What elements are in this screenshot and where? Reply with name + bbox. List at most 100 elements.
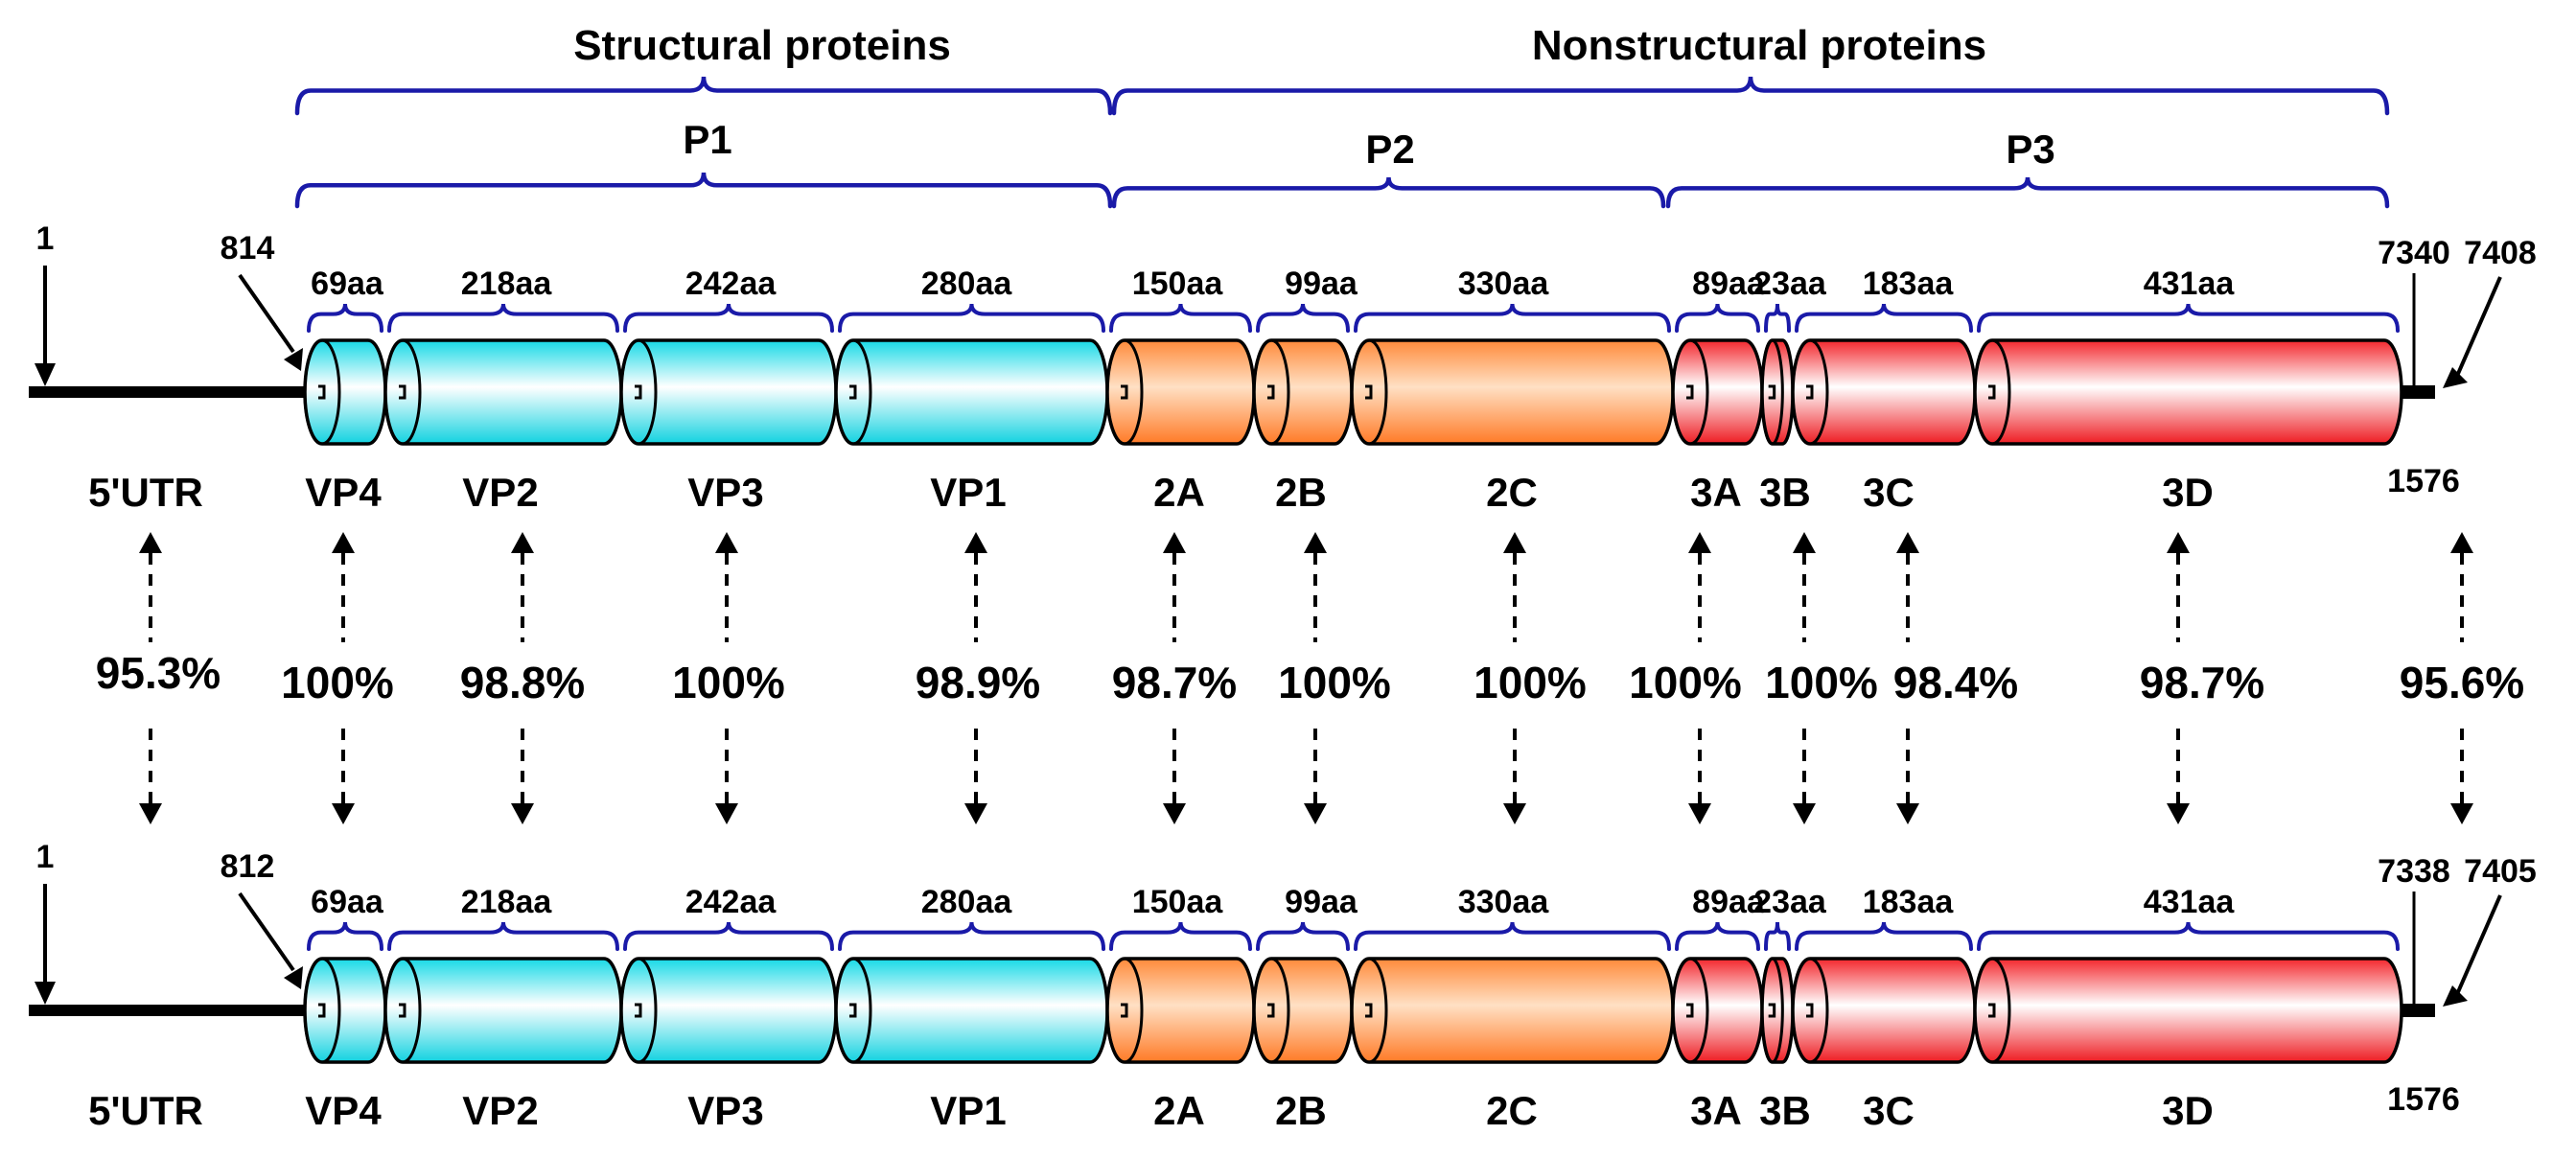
identity-value-vp2: 98.8% xyxy=(460,658,585,707)
segment-3d xyxy=(1973,957,2403,1064)
segment-3c-cap xyxy=(1791,957,1829,1064)
genome-end-position: 7405 xyxy=(2464,853,2537,890)
protein-label-vp2: VP2 xyxy=(462,1088,538,1133)
utr3-length-label: 1576 xyxy=(2387,463,2460,499)
protein-label-vp4: VP4 xyxy=(305,470,382,515)
segment-vp2-cap xyxy=(383,338,422,446)
length-label-3a: 89aa xyxy=(1692,266,1766,302)
segment-2b xyxy=(1252,338,1354,446)
p1-label: P1 xyxy=(683,117,731,162)
start-arrow-head xyxy=(35,363,56,386)
identity-vp2-arrowhead-down xyxy=(511,803,534,824)
segment-3a-knob xyxy=(1686,384,1694,400)
segment-3b-cap xyxy=(1760,338,1784,446)
segment-3b-knob xyxy=(1768,384,1776,400)
length-brace-3c xyxy=(1795,921,1973,951)
length-label-3d: 431aa xyxy=(2144,266,2236,302)
identity-utr5-arrowhead-down xyxy=(139,803,162,824)
identity-value-3d: 98.7% xyxy=(2140,658,2264,707)
segment-3c-knob xyxy=(1806,1003,1814,1018)
segment-vp3 xyxy=(619,338,838,446)
p2-label: P2 xyxy=(1365,127,1414,172)
length-brace-2b xyxy=(1256,921,1350,951)
segment-2b-knob xyxy=(1267,1003,1275,1018)
identity-2c-arrowhead-down xyxy=(1503,803,1526,824)
segment-3a-cap xyxy=(1671,338,1709,446)
length-label-3b: 23aa xyxy=(1753,266,1827,302)
segment-vp4-knob xyxy=(318,384,326,400)
segment-2a-cap xyxy=(1105,957,1144,1064)
end-pointer-head xyxy=(2443,367,2468,388)
segment-vp3-knob xyxy=(635,1003,642,1018)
identity-3d-arrowhead-down xyxy=(2167,803,2190,824)
protein-label-3a: 3A xyxy=(1690,470,1742,515)
identity-value-2c: 100% xyxy=(1474,658,1587,707)
protein-label-vp4: VP4 xyxy=(305,1088,382,1133)
segment-vp4-cap xyxy=(303,957,341,1064)
identity-vp3-arrowhead-down xyxy=(715,803,738,824)
identity-2b-arrowhead-up xyxy=(1304,532,1327,553)
segment-3d-cap xyxy=(1973,957,2011,1064)
length-brace-2a xyxy=(1109,303,1252,333)
length-brace-vp1 xyxy=(838,921,1105,951)
length-label-2b: 99aa xyxy=(1285,884,1358,920)
structural-bracket xyxy=(294,76,1113,116)
segment-3c xyxy=(1791,957,1977,1064)
length-brace-3d xyxy=(1977,303,2400,333)
identity-vp4-arrowhead-up xyxy=(332,532,355,553)
segment-2a-knob xyxy=(1121,384,1128,400)
identity-utr5-value: 95.3% xyxy=(96,648,220,698)
end-pointer-shaft xyxy=(2452,276,2502,383)
identity-vp1-arrowhead-down xyxy=(964,803,987,824)
identity-value-3b: 100% xyxy=(1765,658,1878,707)
p2-bracket xyxy=(1111,176,1666,209)
segment-vp4 xyxy=(303,957,387,1064)
length-label-3d: 431aa xyxy=(2144,884,2236,920)
polyprotein-start-position: 814 xyxy=(220,230,275,266)
start-arrow-head xyxy=(35,982,56,1005)
segment-vp3-cap xyxy=(619,957,658,1064)
segment-3c xyxy=(1791,338,1977,446)
end-pointer-shaft xyxy=(2452,894,2502,1002)
segment-3a xyxy=(1671,957,1764,1064)
start-position-label: 1 xyxy=(36,839,55,875)
length-brace-vp4 xyxy=(307,921,383,951)
segment-vp4 xyxy=(303,338,387,446)
start-pointer-head xyxy=(284,966,303,989)
segment-3d xyxy=(1973,338,2403,446)
segment-vp2-knob xyxy=(399,1003,406,1018)
segment-vp2-cap xyxy=(383,957,422,1064)
identity-3a-arrowhead-up xyxy=(1688,532,1711,553)
identity-3d-arrowhead-up xyxy=(2167,532,2190,553)
segment-2c-knob xyxy=(1365,1003,1373,1018)
polyprotein-end-position: 7340 xyxy=(2378,235,2450,271)
identity-value-vp1: 98.9% xyxy=(916,658,1040,707)
protein-label-2a: 2A xyxy=(1153,470,1205,515)
length-brace-3b xyxy=(1764,921,1791,951)
group-brackets xyxy=(294,76,2390,209)
nonstructural-proteins-header: Nonstructural proteins xyxy=(1532,22,1986,69)
segment-2c xyxy=(1350,338,1675,446)
start-pointer-shaft xyxy=(238,892,295,972)
length-brace-vp2 xyxy=(387,303,619,333)
length-label-vp1: 280aa xyxy=(921,266,1013,302)
identity-3b-arrowhead-up xyxy=(1793,532,1816,553)
length-brace-3c xyxy=(1795,303,1973,333)
length-brace-3b xyxy=(1764,303,1791,333)
segment-vp3-cap xyxy=(619,338,658,446)
segment-2a-cap xyxy=(1105,338,1144,446)
identity-2c-arrowhead-up xyxy=(1503,532,1526,553)
protein-label-3d: 3D xyxy=(2162,1088,2214,1133)
protein-label-3d: 3D xyxy=(2162,470,2214,515)
segment-2c xyxy=(1350,957,1675,1064)
segment-3d-knob xyxy=(1988,1003,1996,1018)
segment-2a xyxy=(1105,338,1256,446)
start-pointer-shaft xyxy=(238,273,295,354)
protein-label-3c: 3C xyxy=(1863,470,1915,515)
segment-3d-cap xyxy=(1973,338,2011,446)
length-brace-3a xyxy=(1675,303,1760,333)
segment-2a-knob xyxy=(1121,1003,1128,1018)
